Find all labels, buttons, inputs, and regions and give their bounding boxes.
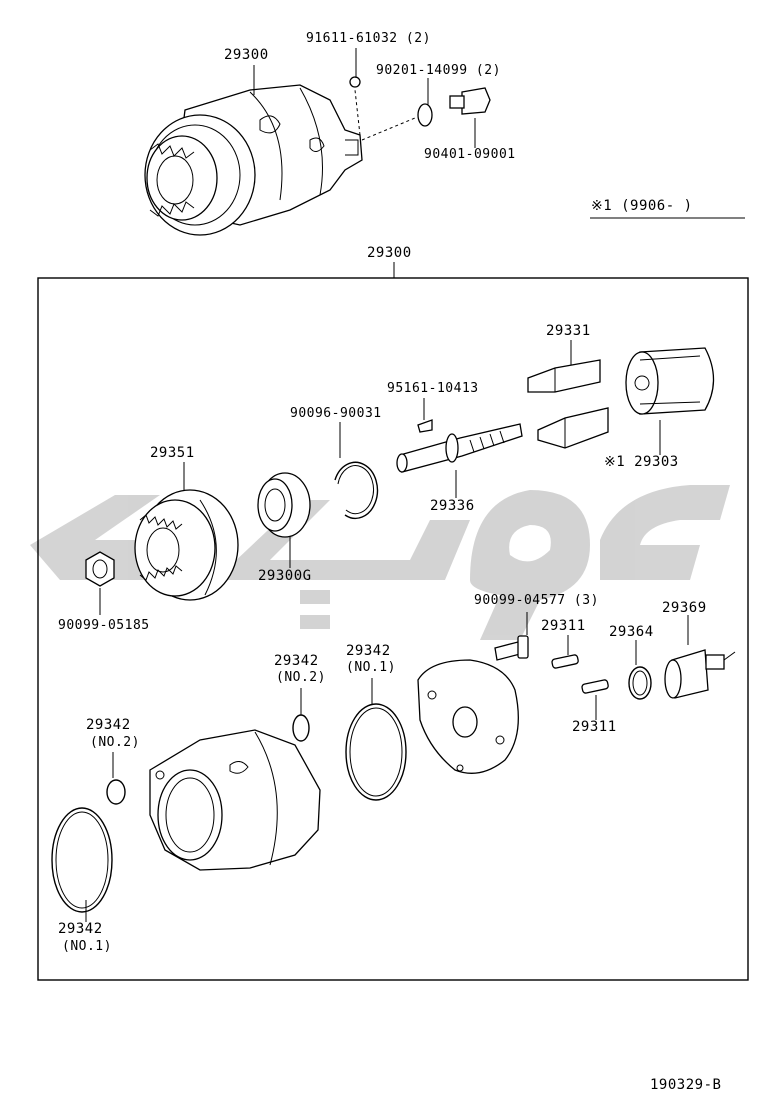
pin-b-label: 29311 [572,719,617,735]
ring-sw-shape [628,666,652,700]
key-label: 95161-10413 [387,381,479,396]
leader-lines [85,48,689,922]
drive-gear-label: 29351 [150,445,195,461]
oring-b-number: 29342 [346,643,391,659]
snap-ring-label: 90096-90031 [290,406,382,421]
box-assembly-label: 29300 [367,245,412,261]
switch-label: 29369 [662,600,707,616]
oring-a-shape [292,714,310,742]
top-washer-bolt-label: 91611-61032 (2) [306,31,431,46]
vane-rotor-label: ※1 29303 [604,454,679,470]
shaft-label: 29336 [430,498,475,514]
vane-rotor-shape [625,347,715,415]
nut-shape [85,551,115,587]
cover-plate-shape [417,659,519,774]
assembly-box [37,277,749,981]
pin-b-shape [581,679,609,694]
top-union-bolt-label: 90401-09001 [424,147,516,162]
nut-label: 90099-05185 [58,618,150,633]
top-assembly-label: 29300 [224,47,269,63]
bearing-shape [257,472,311,538]
drive-gear-shape [134,489,239,601]
key-shape [417,419,433,433]
oring-d-number: 29342 [58,921,103,937]
ring-sw-label: 29364 [609,624,654,640]
oring-c-sub: (NO.2) [90,735,140,750]
pin-a-label: 29311 [541,618,586,634]
vane-pair-label: 29331 [546,323,591,339]
oring-d-shape [51,807,113,913]
top-pump-assembly [144,76,416,236]
top-gasket-label: 90201-14099 (2) [376,63,501,78]
oring-c-number: 29342 [86,717,131,733]
switch-shape [664,649,736,699]
bolt-shape [494,635,529,661]
variant-note-label: ※1 (9906- ) [591,198,693,214]
top-union-bolt-shape [449,87,491,115]
oring-a-sub: (NO.2) [276,670,326,685]
snap-ring-shape [334,461,379,520]
oring-b-sub: (NO.1) [346,660,396,675]
oring-a-number: 29342 [274,653,319,669]
vane-pair-shape [527,359,609,449]
diagram-id: 190329-B [650,1077,722,1093]
pump-housing-shape [149,729,321,871]
top-gasket-shape [417,103,433,127]
oring-c-shape [106,779,126,805]
watermark-logo [30,485,730,640]
bearing-label: 29300G [258,568,312,584]
shaft-shape [396,423,523,473]
oring-b-shape [345,703,407,801]
oring-d-sub: (NO.1) [62,939,112,954]
bolt-label: 90099-04577 (3) [474,593,599,608]
pin-a-shape [551,654,579,669]
